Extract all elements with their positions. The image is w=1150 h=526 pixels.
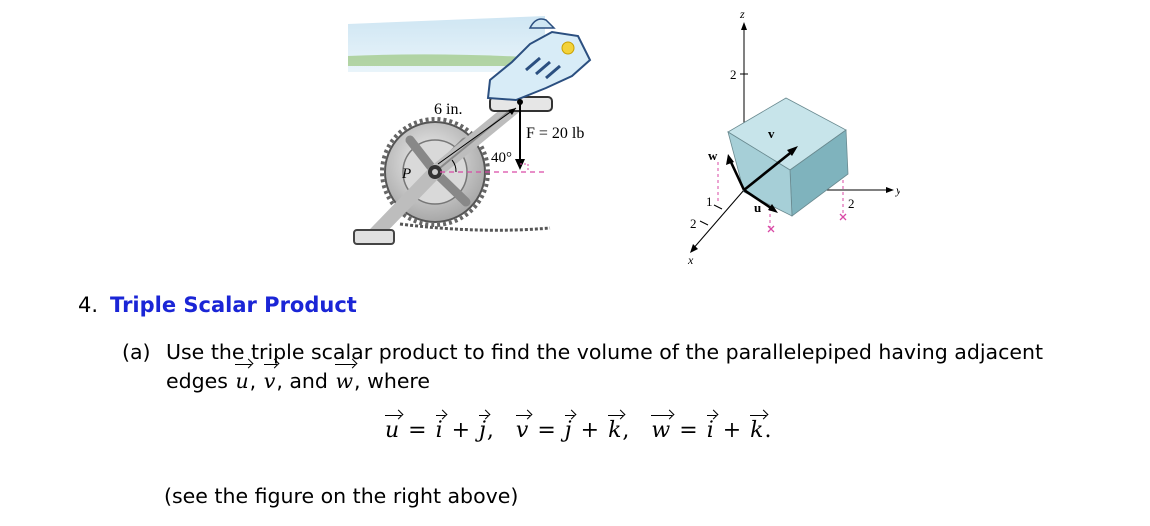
vector-u-line [743, 188, 775, 212]
eq-equals-1: = [408, 418, 427, 443]
vector-u-label: u [754, 200, 761, 215]
lower-crank-arm [368, 165, 442, 241]
y-axis-label: y [895, 183, 900, 197]
eq-period: . [764, 418, 772, 443]
y-axis-arrowhead [886, 187, 894, 193]
chain [399, 222, 551, 232]
eq-equals-2: = [537, 418, 556, 443]
angle-label: 40° [491, 150, 512, 166]
eq-plus-1: + [451, 418, 471, 443]
part-a-body: Use the triple scalar product to find th… [166, 338, 1102, 396]
vector-w-arrowhead [726, 154, 734, 165]
edges-prefix: edges [166, 369, 228, 393]
vector-v-inline: v [263, 364, 277, 396]
eq-j-1: j [479, 415, 488, 443]
x-axis-arrowhead [690, 244, 698, 253]
z-axis-label: z [739, 7, 745, 21]
vector-v-arrowhead [787, 146, 798, 156]
hub-center [432, 169, 438, 175]
point-mark-1 [767, 225, 775, 233]
point-mark-2 [839, 213, 847, 221]
eq-i-2: i [706, 415, 716, 443]
eq-i-1: i [435, 415, 445, 443]
crank-length-arrow [437, 107, 517, 165]
eq-j-2: j [564, 415, 574, 443]
sock [528, 18, 556, 29]
parallelepiped-figure: z y x 2 1 2 2 v w u [670, 2, 902, 270]
right-angle-marker [520, 163, 529, 172]
eq-comma-2: , [622, 418, 630, 443]
vector-v-line [743, 148, 795, 192]
x-axis-label: x [687, 253, 694, 267]
eq-v: v [515, 415, 531, 443]
force-origin [517, 99, 523, 105]
x-ticks [699, 204, 723, 226]
angle-arc [451, 159, 457, 173]
bicycle-pedal-figure: 6 in. F = 20 lb 40° P [340, 14, 615, 259]
x-tick-label-1: 1 [706, 194, 713, 209]
part-a-line2: edges u, v, and w, where [166, 364, 1102, 396]
eq-k-1: k [608, 415, 624, 443]
eq-equals-3: = [679, 418, 698, 443]
vector-u-inline: u [234, 364, 251, 396]
y-tick-label-2: 2 [848, 196, 855, 211]
part-a: (a) Use the triple scalar product to fin… [122, 338, 1102, 396]
pivot-label: P [401, 166, 411, 182]
z-axis-arrowhead [741, 22, 747, 30]
vector-w-line [728, 159, 746, 191]
parallelepiped-illustration: z y x 2 1 2 2 v w u [687, 7, 902, 267]
vector-w-inline: w [334, 364, 355, 396]
part-a-line1: Use the triple scalar product to find th… [166, 340, 1044, 364]
problem-title: Triple Scalar Product [110, 293, 357, 317]
shoe-stripes [525, 56, 561, 80]
figure-note: (see the figure on the right above) [164, 484, 519, 508]
problem-heading: 4. Triple Scalar Product [78, 293, 357, 317]
eq-w: w [651, 415, 673, 443]
shoe-flower [561, 41, 575, 55]
edges-suffix: , where [354, 369, 431, 393]
z-tick-label: 2 [730, 67, 737, 82]
part-label: (a) [122, 340, 151, 364]
x-axis [691, 189, 745, 251]
vector-u-arrowhead [768, 204, 778, 213]
problem-number: 4. [78, 293, 99, 317]
vector-w-label: w [708, 148, 718, 163]
eq-plus-2: + [580, 418, 600, 443]
crank-length-label: 6 in. [434, 101, 462, 118]
vector-definitions-equation: u=i+j, v=j+k, w=i+k. [384, 415, 772, 443]
eq-plus-3: + [722, 418, 742, 443]
pedal-illustration: 6 in. F = 20 lb 40° P [348, 16, 592, 245]
crank-length-arrowhead [508, 108, 516, 115]
lower-pedal [353, 229, 395, 245]
x-tick-label-2: 2 [690, 216, 697, 231]
eq-u: u [385, 415, 402, 443]
force-label: F = 20 lb [526, 125, 584, 142]
grass-strip [348, 54, 545, 66]
eq-comma-1: , [486, 418, 494, 443]
vector-v-label: v [768, 126, 775, 141]
box-front-face [727, 131, 793, 217]
sep-1: , [249, 369, 257, 393]
sep-2: , and [276, 369, 328, 393]
eq-k-2: k [750, 415, 766, 443]
